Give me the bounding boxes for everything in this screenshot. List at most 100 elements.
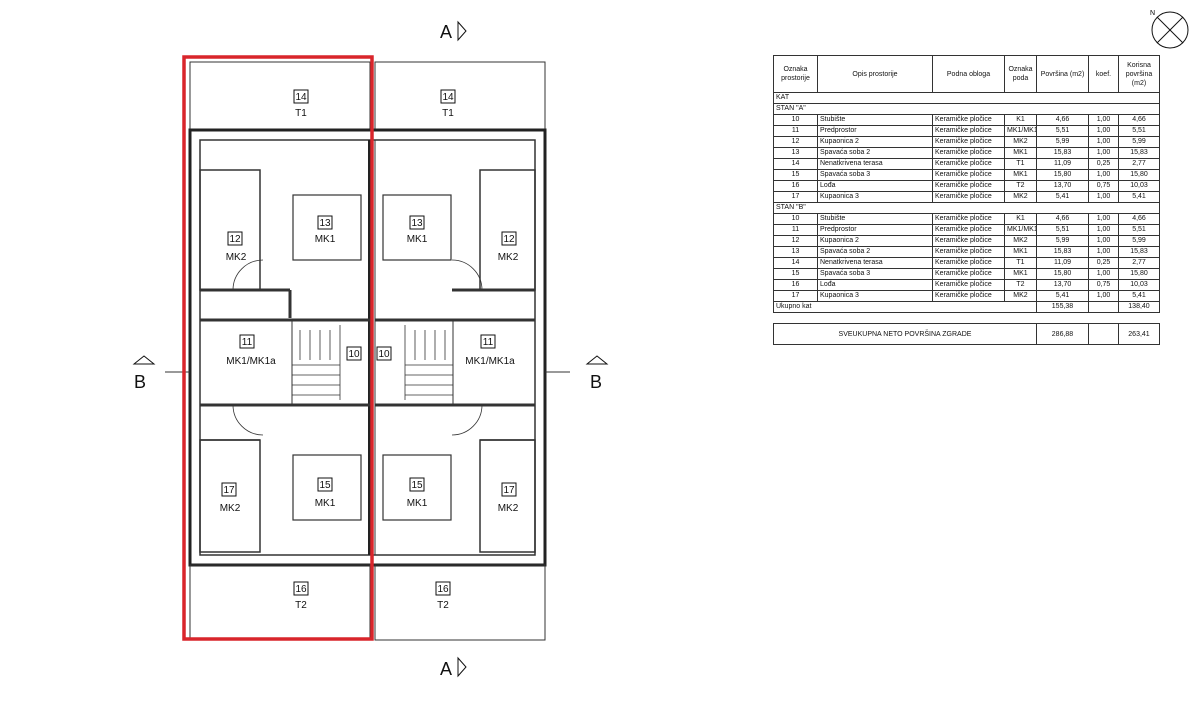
room-num-16-left: 16	[295, 584, 307, 595]
section-title: STAN "A"	[773, 103, 1160, 115]
room-code-11-left: MK1/MK1a	[226, 356, 276, 367]
cell-korisna: 5,41	[1118, 290, 1160, 302]
cell-oznaka: 12	[773, 235, 818, 247]
floor-plan: A A B B 14 T1 14 T1 13 MK1 13 MK1 12 MK2…	[132, 20, 609, 679]
cell-oznaka: 10	[773, 114, 818, 126]
floor-row: KAT	[773, 92, 1160, 104]
room-num-12-right: 12	[503, 234, 515, 245]
room-code-12-left: MK2	[226, 252, 247, 263]
cell-korisna: 5,51	[1118, 224, 1160, 236]
room-num-14-right: 14	[442, 92, 454, 103]
cell-opis: Lođa	[817, 279, 933, 291]
cell-podna-obloga: Keramičke pločice	[932, 257, 1005, 269]
cell-povrsina: 4,66	[1036, 213, 1089, 225]
section-row: STAN "B"	[773, 202, 1160, 214]
cell-oznaka-poda: MK1	[1004, 169, 1037, 181]
cell-korisna: 2,77	[1118, 257, 1160, 269]
cell-koef: 1,00	[1088, 224, 1119, 236]
cell-koef: 1,00	[1088, 136, 1119, 148]
cell-koef: 1,00	[1088, 268, 1119, 280]
cell-opis: Spavaća soba 3	[817, 268, 933, 280]
table-header-row: Oznaka prostorije Opis prostorije Podna …	[773, 55, 1160, 93]
room-schedule-table: Oznaka prostorije Opis prostorije Podna …	[773, 55, 1160, 313]
cell-oznaka-poda: MK2	[1004, 235, 1037, 247]
grand-total-area: 286,88	[1036, 323, 1089, 345]
cell-korisna: 10,03	[1118, 279, 1160, 291]
cell-oznaka: 17	[773, 191, 818, 203]
cell-koef: 1,00	[1088, 114, 1119, 126]
cell-oznaka-poda: T1	[1004, 158, 1037, 170]
cell-opis: Spavaća soba 3	[817, 169, 933, 181]
total-area: 155,38	[1036, 301, 1089, 313]
room-code-13-left: MK1	[315, 234, 336, 245]
cell-podna-obloga: Keramičke pločice	[932, 268, 1005, 280]
room-num-16-right: 16	[437, 584, 449, 595]
cell-opis: Predprostor	[817, 224, 933, 236]
cell-oznaka-poda: T2	[1004, 180, 1037, 192]
section-b-left-label: B	[134, 372, 146, 392]
cell-oznaka: 17	[773, 290, 818, 302]
cell-podna-obloga: Keramičke pločice	[932, 224, 1005, 236]
room-code-15-left: MK1	[315, 498, 336, 509]
terrace-left-top	[189, 61, 371, 131]
grand-total-label: SVEUKUPNA NETO POVRŠINA ZGRADE	[773, 323, 1037, 345]
total-useful: 138,40	[1118, 301, 1160, 313]
cell-oznaka-poda: MK1	[1004, 147, 1037, 159]
cell-povrsina: 5,99	[1036, 136, 1089, 148]
cell-koef: 1,00	[1088, 290, 1119, 302]
room-num-11-right: 11	[483, 337, 494, 348]
apartment-a-highlight	[182, 55, 374, 641]
section-a-top-label: A	[440, 22, 452, 42]
cell-korisna: 5,99	[1118, 235, 1160, 247]
room-code-17-right: MK2	[498, 503, 519, 514]
room-num-17-left: 17	[223, 485, 235, 496]
cell-koef: 0,25	[1088, 257, 1119, 269]
cell-opis: Kupaonica 2	[817, 235, 933, 247]
cell-povrsina: 4,66	[1036, 114, 1089, 126]
cell-podna-obloga: Keramičke pločice	[932, 290, 1005, 302]
cell-podna-obloga: Keramičke pločice	[932, 125, 1005, 137]
room-code-11-right: MK1/MK1a	[465, 356, 515, 367]
terrace-right-top	[374, 61, 546, 131]
cell-koef: 0,25	[1088, 158, 1119, 170]
cell-povrsina: 11,09	[1036, 158, 1089, 170]
cell-korisna: 4,66	[1118, 114, 1160, 126]
cell-oznaka: 12	[773, 136, 818, 148]
section-b-right-label: B	[590, 372, 602, 392]
cell-opis: Kupaonica 3	[817, 191, 933, 203]
total-label: Ukupno kat	[773, 301, 1037, 313]
cell-podna-obloga: Keramičke pločice	[932, 169, 1005, 181]
room-code-14-right: T1	[442, 108, 454, 119]
cell-korisna: 4,66	[1118, 213, 1160, 225]
room-code-17-left: MK2	[220, 503, 241, 514]
cell-oznaka: 16	[773, 279, 818, 291]
cell-koef: 1,00	[1088, 125, 1119, 137]
cell-korisna: 5,51	[1118, 125, 1160, 137]
room-code-16-right: T2	[437, 600, 449, 611]
cell-opis: Predprostor	[817, 125, 933, 137]
header-korisna: Korisna površina (m2)	[1118, 55, 1160, 93]
room-code-14-left: T1	[295, 108, 307, 119]
cell-oznaka: 15	[773, 268, 818, 280]
cell-podna-obloga: Keramičke pločice	[932, 213, 1005, 225]
cell-povrsina: 5,41	[1036, 191, 1089, 203]
room-num-12-left: 12	[229, 234, 241, 245]
room-num-14-left: 14	[295, 92, 307, 103]
cell-povrsina: 5,99	[1036, 235, 1089, 247]
cell-podna-obloga: Keramičke pločice	[932, 180, 1005, 192]
room-code-13-right: MK1	[407, 234, 428, 245]
cell-povrsina: 11,09	[1036, 257, 1089, 269]
cell-podna-obloga: Keramičke pločice	[932, 114, 1005, 126]
cell-oznaka-poda: T1	[1004, 257, 1037, 269]
